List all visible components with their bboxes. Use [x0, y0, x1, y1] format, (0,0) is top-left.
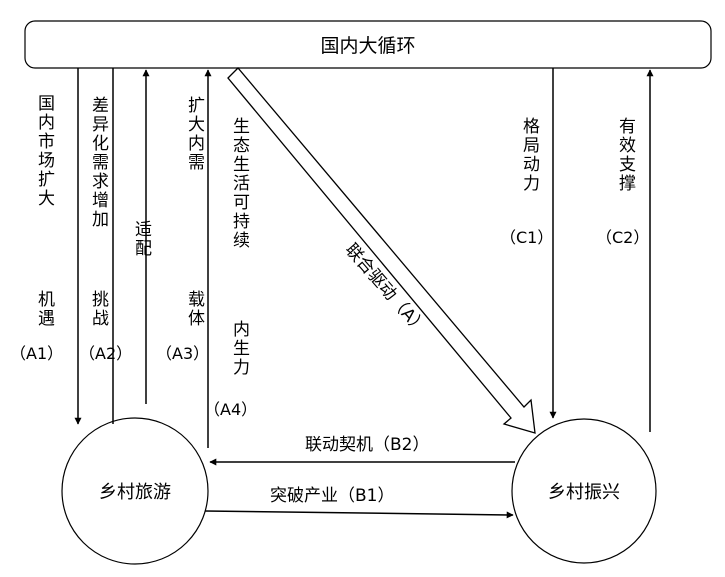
node-rural-revitalization: 乡村振兴	[548, 482, 620, 503]
rural-revitalization-circle	[511, 418, 657, 564]
label-a2-text: 差异化需求增加	[88, 96, 108, 229]
label-a1-sub: 机遇	[34, 290, 54, 328]
label-a4-text: 生态生活可持续	[229, 117, 249, 250]
node-rural-tourism: 乡村旅游	[99, 482, 171, 503]
arrow-joint-drive	[227, 67, 536, 434]
label-c1-code: （C1）	[500, 228, 554, 247]
label-a1-text: 国内市场扩大	[34, 94, 54, 208]
label-a3-code: （A3）	[156, 344, 210, 363]
label-a1-code: （A1）	[10, 344, 64, 363]
label-a2-code: （A2）	[79, 344, 133, 363]
label-a3-sub: 载体	[184, 290, 204, 328]
rural-tourism-circle	[61, 417, 209, 565]
label-a4-sub: 内生力	[229, 320, 249, 377]
label-b1: 突破产业（B1）	[270, 486, 395, 506]
label-c1-text: 格局动力	[519, 117, 539, 193]
label-c2-code: （C2）	[596, 228, 650, 247]
arrow-b1	[204, 510, 514, 519]
label-b2: 联动契机（B2）	[305, 435, 430, 455]
label-a4-code: （A4）	[204, 400, 258, 419]
label-a2-sub: 挑战	[88, 290, 108, 328]
label-adapt: 适配	[131, 220, 151, 258]
node-domestic-circulation: 国内大循环	[320, 35, 416, 57]
label-a3-text: 扩大内需	[184, 96, 204, 172]
label-c2-text: 有效支撑	[615, 117, 635, 193]
domestic-circulation-box	[24, 20, 712, 69]
